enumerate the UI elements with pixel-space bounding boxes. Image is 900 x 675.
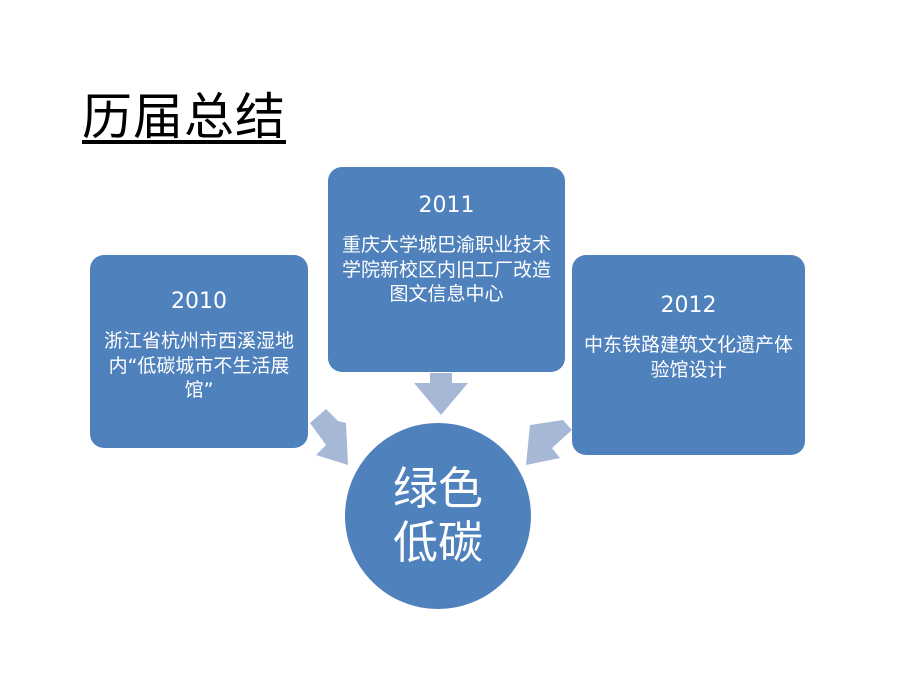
slide-title: 历届总结 xyxy=(82,88,286,146)
year-label: 2012 xyxy=(660,293,717,318)
year-box-2012: 2012 中东铁路建筑文化遗产体验馆设计 xyxy=(572,255,805,455)
arrow-2010-to-center-icon xyxy=(310,409,348,465)
year-label: 2011 xyxy=(418,193,475,218)
arrow-2012-to-center-icon xyxy=(526,420,572,465)
year-box-2010: 2010 浙江省杭州市西溪湿地内“低碳城市不生活展馆” xyxy=(90,255,308,448)
year-description: 中东铁路建筑文化遗产体验馆设计 xyxy=(584,334,794,381)
year-box-2011: 2011 重庆大学城巴渝职业技术学院新校区内旧工厂改造图文信息中心 xyxy=(328,167,565,372)
year-label: 2010 xyxy=(171,289,227,314)
arrow-2011-to-center-icon xyxy=(414,373,468,415)
center-label: 绿色低碳 xyxy=(392,462,483,569)
center-circle: 绿色低碳 xyxy=(345,423,531,609)
year-description: 重庆大学城巴渝职业技术学院新校区内旧工厂改造图文信息中心 xyxy=(341,234,551,306)
year-description: 浙江省杭州市西溪湿地内“低碳城市不生活展馆” xyxy=(103,330,294,402)
